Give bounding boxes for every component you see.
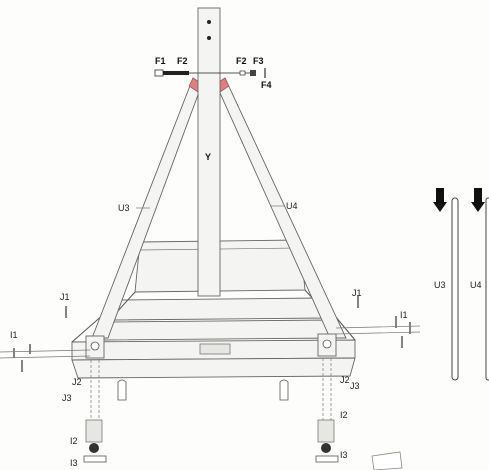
label-i1-left: I1 — [10, 330, 18, 340]
slat-upper — [113, 297, 327, 321]
label-i1-right: I1 — [400, 310, 408, 320]
label-u4-side: U4 — [470, 280, 482, 290]
column-hole-bottom — [207, 36, 211, 40]
bolt-f1-shaft — [163, 71, 189, 75]
front-beam-face — [71, 357, 356, 379]
washer-f2-right — [239, 70, 246, 76]
side-rods — [433, 188, 489, 381]
label-y: Y — [205, 152, 211, 162]
beam-slot — [199, 343, 231, 355]
label-j3-left: J3 — [62, 393, 72, 403]
label-i3-right: I3 — [340, 450, 348, 460]
right-caster-wheel — [321, 443, 331, 453]
label-j2-right: J2 — [340, 375, 350, 385]
instruction-card-icon — [371, 451, 403, 470]
label-i3-left: I3 — [70, 458, 78, 468]
label-j1-left: J1 — [60, 292, 70, 302]
label-u3: U3 — [118, 203, 130, 213]
label-u4: U4 — [286, 201, 298, 211]
label-j3-right: J3 — [350, 381, 360, 391]
top-fasteners — [154, 68, 266, 78]
label-u3-side: U3 — [434, 280, 446, 290]
label-i2-right: I2 — [340, 410, 348, 420]
label-j1-right: J1 — [352, 288, 362, 298]
right-caster-body — [317, 419, 335, 443]
left-caster-body — [85, 419, 103, 443]
slat-middle — [101, 319, 339, 341]
label-i2-left: I2 — [70, 436, 78, 446]
left-corner-assembly — [0, 306, 127, 463]
label-j2-left: J2 — [72, 377, 82, 387]
right-corner-assembly — [279, 296, 421, 463]
column-y — [197, 7, 221, 297]
arrow-up-icon — [471, 188, 485, 212]
label-f3: F3 — [253, 56, 264, 66]
rod-u3 — [451, 197, 459, 381]
bolt-f1-head — [154, 69, 164, 77]
column-body — [197, 7, 221, 297]
label-f2-left: F2 — [177, 56, 188, 66]
label-f1: F1 — [155, 56, 166, 66]
left-caster-wheel — [89, 443, 99, 453]
nut-f3 — [250, 70, 256, 76]
arrow-up-icon — [433, 188, 447, 212]
label-f2-right: F2 — [236, 56, 247, 66]
column-hole-top — [207, 20, 211, 24]
base-frame — [71, 239, 356, 379]
label-f4: F4 — [261, 80, 272, 90]
